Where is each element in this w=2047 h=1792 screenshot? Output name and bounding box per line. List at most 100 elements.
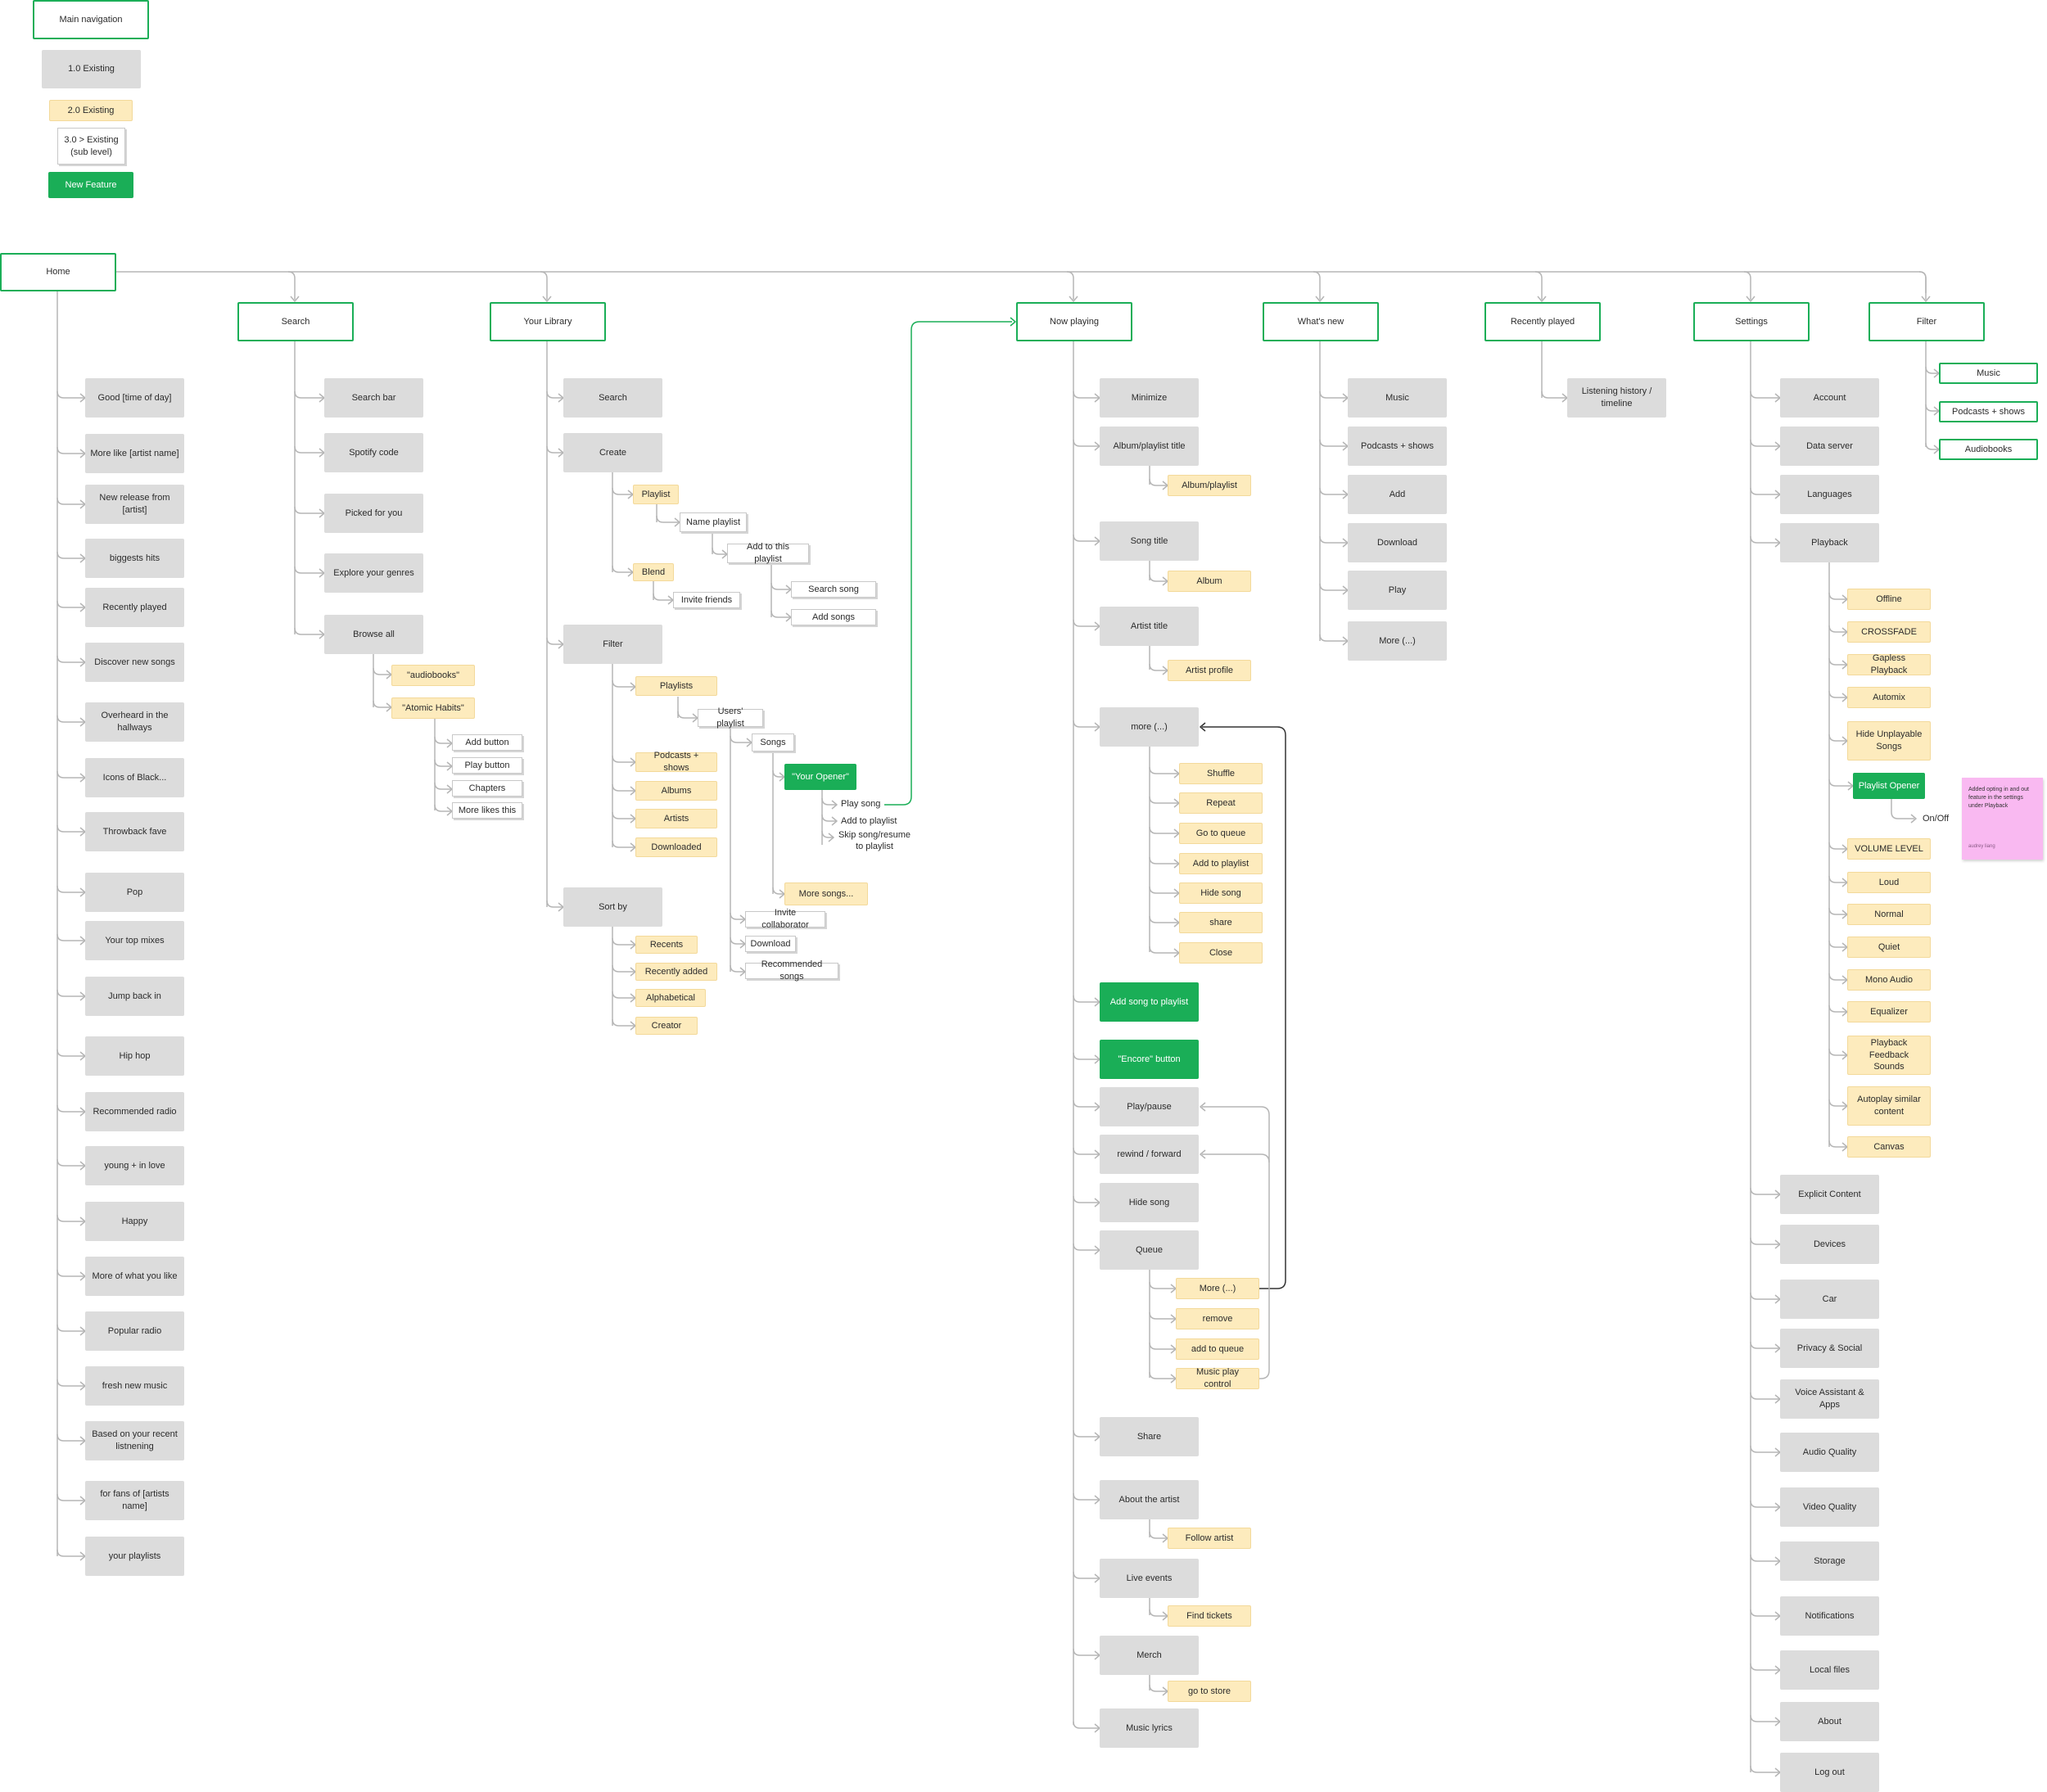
home-item[interactable]: for fans of [artists name] <box>85 1481 184 1520</box>
create-blend[interactable]: Blend <box>633 563 674 581</box>
settings-item[interactable]: Video Quality <box>1780 1487 1879 1527</box>
whats-new-item[interactable]: Download <box>1348 523 1447 562</box>
filter-item[interactable]: Podcasts + shows <box>635 751 717 773</box>
home-item[interactable]: Icons of Black... <box>85 758 184 797</box>
nav-what-s-new[interactable]: What's new <box>1263 302 1379 341</box>
hide-song[interactable]: Hide song <box>1100 1183 1199 1222</box>
whats-new-item[interactable]: Podcasts + shows <box>1348 427 1447 466</box>
home-item[interactable]: New release from [artist] <box>85 485 184 524</box>
playback-item[interactable]: Hide Unplayable Songs <box>1847 721 1931 761</box>
settings-item[interactable]: Explicit Content <box>1780 1175 1879 1214</box>
more-item[interactable]: Hide song <box>1179 882 1263 904</box>
playback-item[interactable]: Playback Feedback Sounds <box>1847 1036 1931 1075</box>
playback-item[interactable]: Canvas <box>1847 1136 1931 1158</box>
filter-item[interactable]: Albums <box>635 781 717 801</box>
whats-new-item[interactable]: Music <box>1348 378 1447 418</box>
settings-item[interactable]: Log out <box>1780 1753 1879 1792</box>
go-to-store[interactable]: go to store <box>1168 1681 1251 1702</box>
settings-item[interactable]: Notifications <box>1780 1596 1879 1636</box>
sticky-note[interactable]: Added opting in and out feature in the s… <box>1962 778 2043 860</box>
playback-item[interactable]: Quiet <box>1847 937 1931 958</box>
more-item[interactable]: Add to playlist <box>1179 853 1263 874</box>
rewind-forward[interactable]: rewind / forward <box>1100 1135 1199 1174</box>
more-item[interactable]: Close <box>1179 942 1263 964</box>
playback-item[interactable]: Normal <box>1847 904 1931 925</box>
filter-item[interactable]: Artists <box>635 809 717 828</box>
filter-item[interactable]: Playlists <box>635 676 717 696</box>
settings-item[interactable]: Account <box>1780 378 1879 418</box>
merch[interactable]: Merch <box>1100 1636 1199 1675</box>
home-item[interactable]: Good [time of day] <box>85 378 184 418</box>
playback-item[interactable]: CROSSFADE <box>1847 621 1931 643</box>
queue-item[interactable]: remove <box>1176 1308 1259 1329</box>
filter-item[interactable]: Audiobooks <box>1939 439 2038 460</box>
filter-item[interactable]: Music <box>1939 363 2038 384</box>
legend-main-navigation[interactable]: Main navigation <box>33 0 149 39</box>
encore-button[interactable]: "Encore" button <box>1100 1040 1199 1079</box>
queue-item[interactable]: Music play control <box>1176 1367 1259 1389</box>
home-item[interactable]: Hip hop <box>85 1036 184 1076</box>
search-item[interactable]: Spotify code <box>324 433 423 472</box>
settings-item[interactable]: Local files <box>1780 1650 1879 1690</box>
browse-all-item[interactable]: "audiobooks" <box>391 665 475 686</box>
playback-item[interactable]: Equalizer <box>1847 1001 1931 1022</box>
queue[interactable]: Queue <box>1100 1230 1199 1270</box>
follow-artist[interactable]: Follow artist <box>1168 1528 1251 1549</box>
search-item[interactable]: Explore your genres <box>324 553 423 593</box>
more-item[interactable]: share <box>1179 912 1263 933</box>
settings-item[interactable]: Playback <box>1780 523 1879 562</box>
whats-new-item[interactable]: More (...) <box>1348 621 1447 661</box>
songs[interactable]: Songs <box>752 734 794 752</box>
library-filter[interactable]: Filter <box>563 625 662 664</box>
about-the-artist[interactable]: About the artist <box>1100 1480 1199 1519</box>
home-item[interactable]: More like [artist name] <box>85 434 184 473</box>
atomic-habits-item[interactable]: Play button <box>452 757 522 774</box>
playback-item[interactable]: Gapless Playback <box>1847 653 1931 675</box>
nav-recently-played[interactable]: Recently played <box>1484 302 1601 341</box>
playlist-action[interactable]: Download <box>745 936 796 952</box>
music-lyrics[interactable]: Music lyrics <box>1100 1708 1199 1748</box>
home-item[interactable]: More of what you like <box>85 1257 184 1296</box>
browse-all-item[interactable]: "Atomic Habits" <box>391 697 475 719</box>
search-song[interactable]: Search song <box>791 581 876 598</box>
home-item[interactable]: fresh new music <box>85 1366 184 1406</box>
settings-item[interactable]: Privacy & Social <box>1780 1329 1879 1368</box>
artist-title[interactable]: Artist title <box>1100 607 1199 646</box>
artist-profile[interactable]: Artist profile <box>1168 660 1251 681</box>
settings-item[interactable]: Devices <box>1780 1225 1879 1264</box>
home-item[interactable]: Throwback fave <box>85 812 184 851</box>
album-playlist[interactable]: Album/playlist <box>1168 475 1251 496</box>
playback-item[interactable]: VOLUME LEVEL <box>1847 838 1931 860</box>
sort-item[interactable]: Creator <box>635 1017 698 1035</box>
filter-item[interactable]: Downloaded <box>635 837 717 857</box>
playback-item[interactable]: Automix <box>1847 687 1931 708</box>
more-item[interactable]: Shuffle <box>1179 763 1263 784</box>
home-item[interactable]: Recently played <box>85 588 184 627</box>
playback-item[interactable]: Autoplay similar content <box>1847 1086 1931 1126</box>
home-item[interactable]: Based on your recent listnening <box>85 1421 184 1460</box>
search-item[interactable]: Browse all <box>324 615 423 654</box>
add-song-to-playlist[interactable]: Add song to playlist <box>1100 982 1199 1022</box>
more-songs[interactable]: More songs... <box>784 882 868 905</box>
create-playlist[interactable]: Playlist <box>633 485 679 504</box>
users-playlist[interactable]: Users' playlist <box>698 706 763 729</box>
playback-item[interactable]: Offline <box>1847 589 1931 610</box>
more-item[interactable]: Repeat <box>1179 792 1263 814</box>
library-search[interactable]: Search <box>563 378 662 418</box>
name-playlist[interactable]: Name playlist <box>680 512 747 532</box>
add-songs[interactable]: Add songs <box>791 609 876 625</box>
playlist-opener[interactable]: Playlist Opener <box>1853 773 1925 799</box>
invite-friends[interactable]: Invite friends <box>673 592 740 608</box>
sort-item[interactable]: Recently added <box>635 963 717 981</box>
home-item[interactable]: your playlists <box>85 1537 184 1576</box>
settings-item[interactable]: Audio Quality <box>1780 1433 1879 1472</box>
settings-item[interactable]: Voice Assistant & Apps <box>1780 1379 1879 1419</box>
nav-your-library[interactable]: Your Library <box>490 302 606 341</box>
atomic-habits-item[interactable]: More likes this <box>452 802 522 819</box>
filter-item[interactable]: Podcasts + shows <box>1939 401 2038 422</box>
home-item[interactable]: Recommended radio <box>85 1092 184 1131</box>
find-tickets[interactable]: Find tickets <box>1168 1605 1251 1627</box>
playlist-action[interactable]: Recommended songs <box>745 959 838 982</box>
home-item[interactable]: Happy <box>85 1202 184 1241</box>
home-item[interactable]: Discover new songs <box>85 643 184 682</box>
